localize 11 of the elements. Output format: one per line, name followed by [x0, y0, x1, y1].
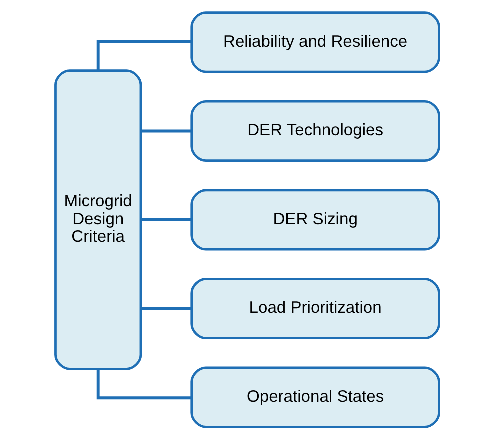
connector: [140, 130, 192, 133]
connector: [140, 218, 192, 222]
connector: [140, 307, 192, 310]
node-box: DER Sizing: [190, 189, 440, 251]
connector: [96, 370, 192, 400]
node-box: Load Prioritization: [190, 278, 440, 340]
node-box: Operational States: [190, 366, 440, 428]
node-box: DER Technologies: [190, 100, 440, 162]
node-box: Reliability and Resilience: [190, 12, 440, 74]
node-box: Microgrid Design Criteria: [54, 70, 142, 370]
connector: [96, 40, 192, 70]
